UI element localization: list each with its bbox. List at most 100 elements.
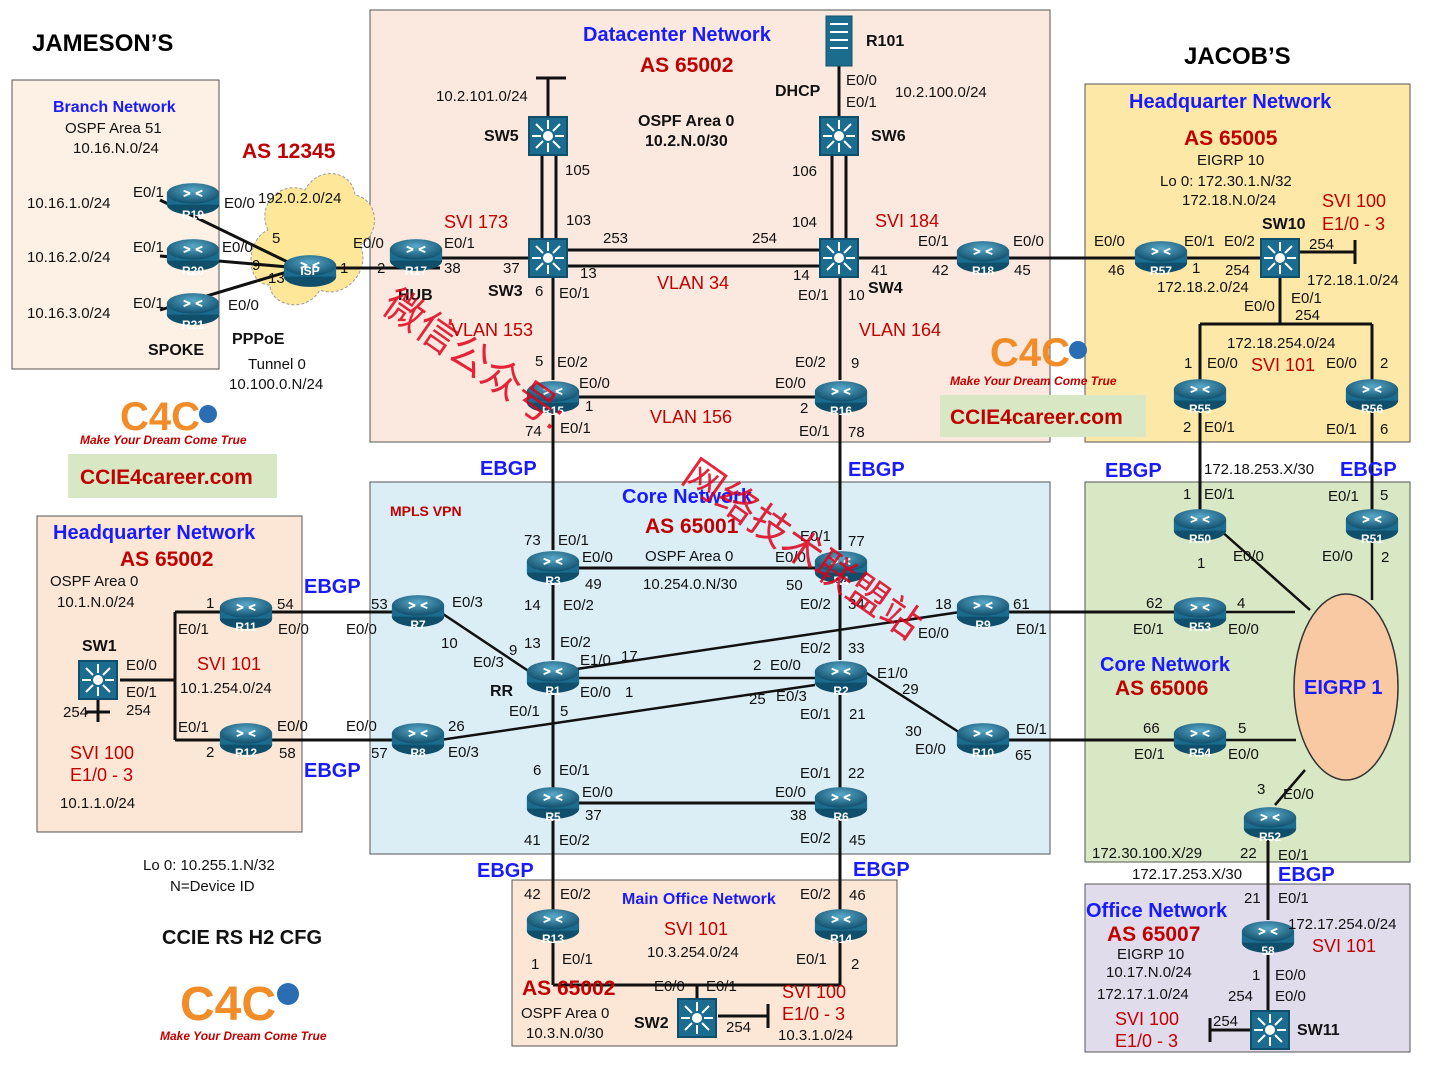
switch-sw2-icon[interactable] [677, 998, 717, 1038]
svg-text:OSPF Area 0: OSPF Area 0 [645, 548, 733, 565]
svg-text:10.16.1.0/24: 10.16.1.0/24 [27, 195, 110, 212]
svg-text:10.16.2.0/24: 10.16.2.0/24 [27, 249, 110, 266]
svg-text:E0/1: E0/1 [706, 978, 737, 995]
svg-text:2: 2 [1183, 419, 1191, 436]
svg-text:10.100.0.N/24: 10.100.0.N/24 [229, 376, 323, 393]
svg-text:E0/1: E0/1 [133, 295, 164, 312]
label-r4: R4 [833, 574, 849, 588]
svg-text:EBGP: EBGP [853, 859, 910, 881]
label-r8: R8 [410, 746, 426, 760]
svg-text:30: 30 [905, 723, 922, 740]
svg-text:18: 18 [935, 596, 952, 613]
svg-text:E0/0: E0/0 [580, 684, 611, 701]
svg-text:E0/1: E0/1 [800, 706, 831, 723]
svg-text:VLAN 156: VLAN 156 [650, 407, 732, 427]
svg-text:E0/0: E0/0 [1013, 233, 1044, 250]
svg-text:E0/0: E0/0 [1275, 988, 1306, 1005]
svg-text:EBGP: EBGP [1105, 460, 1162, 482]
svg-text:E0/0: E0/0 [918, 625, 949, 642]
svg-text:EBGP: EBGP [1278, 864, 1335, 886]
svg-text:10.1.254.0/24: 10.1.254.0/24 [180, 680, 272, 697]
svg-text:10.3.N.0/30: 10.3.N.0/30 [526, 1025, 604, 1042]
svg-text:5: 5 [1238, 720, 1246, 737]
zone-hq-jameson-text: Headquarter Network AS 65002 OSPF Area 0… [50, 522, 272, 812]
label-sw1: SW1 [82, 638, 117, 655]
svg-text:50: 50 [786, 577, 803, 594]
switch-sw1-icon[interactable] [78, 660, 118, 700]
label-sw2: SW2 [634, 1015, 669, 1032]
svg-text:E0/0: E0/0 [775, 549, 806, 566]
brand-logo-text-2: C4C [990, 331, 1070, 375]
svg-text:172.18.N.0/24: 172.18.N.0/24 [1182, 192, 1276, 209]
heading-jacob: JACOB’S [1184, 43, 1291, 70]
label-r57: R57 [1150, 264, 1172, 278]
switch-sw6-icon[interactable] [819, 116, 859, 156]
zone-core [369, 481, 1051, 855]
svg-text:SVI 100: SVI 100 [782, 982, 846, 1002]
svg-text:10: 10 [848, 287, 865, 304]
svg-text:10.1.N.0/24: 10.1.N.0/24 [57, 594, 135, 611]
svg-text:1: 1 [1252, 967, 1260, 984]
svg-text:2: 2 [1380, 355, 1388, 372]
svg-text:22: 22 [1240, 845, 1257, 862]
svg-text:172.30.100.X/29: 172.30.100.X/29 [1092, 845, 1202, 862]
svg-text:9: 9 [252, 257, 260, 274]
svg-text:E0/1: E0/1 [1204, 419, 1235, 436]
brand-logo-3: C4C Make Your Dream Come True [160, 978, 327, 1043]
device-id-note: N=Device ID [170, 878, 255, 895]
svg-text:1: 1 [1184, 355, 1192, 372]
svg-text:10.2.N.0/30: 10.2.N.0/30 [645, 133, 728, 150]
brand-logo-2: C4C Make Your Dream Come True CCIE4caree… [940, 331, 1146, 437]
svg-text:254: 254 [126, 702, 151, 719]
label-r51: R51 [1361, 532, 1383, 546]
svg-text:1: 1 [340, 260, 348, 277]
svg-text:42: 42 [524, 886, 541, 903]
svg-text:E0/1: E0/1 [1278, 890, 1309, 907]
svg-text:E0/1: E0/1 [1133, 621, 1164, 638]
label-r56: R56 [1361, 402, 1383, 416]
label-rr: RR [490, 683, 514, 700]
svg-text:AS 65002: AS 65002 [120, 548, 213, 571]
svg-text:E0/0: E0/0 [1283, 786, 1314, 803]
svg-text:SVI 101: SVI 101 [1251, 355, 1315, 375]
label-r11: R11 [235, 620, 257, 634]
svg-text:10.1.1.0/24: 10.1.1.0/24 [60, 795, 135, 812]
zone-hq-jacob-text: Headquarter Network AS 65005 EIGRP 10 Lo… [1129, 91, 1399, 478]
svg-text:253: 253 [603, 230, 628, 247]
svg-text:E1/0: E1/0 [580, 652, 611, 669]
svg-text:EBGP: EBGP [304, 576, 361, 598]
zone-core-text: MPLS VPN Core Network AS 65001 OSPF Area… [390, 486, 753, 593]
switch-sw5-icon[interactable] [528, 116, 568, 156]
svg-text:E0/1: E0/1 [1204, 486, 1235, 503]
svg-text:E0/1: E0/1 [1291, 290, 1322, 307]
svg-text:EBGP: EBGP [1340, 459, 1397, 481]
switch-sw4-icon[interactable] [819, 238, 859, 278]
svg-text:38: 38 [444, 260, 461, 277]
device-names: HUB SW3 SW4 SW5 SW6 R101 SW10 SW11 SW1 S… [82, 33, 1340, 1039]
svg-text:E0/0: E0/0 [775, 375, 806, 392]
svg-text:254: 254 [1309, 236, 1334, 253]
switch-sw11-icon[interactable] [1250, 1010, 1290, 1050]
label-hub: HUB [398, 287, 433, 304]
svg-text:2: 2 [206, 744, 214, 761]
zone-datacenter-text: Datacenter Network AS 65002 OSPF Area 0 … [436, 24, 987, 427]
svg-text:E0/0: E0/0 [277, 718, 308, 735]
svg-text:13: 13 [524, 635, 541, 652]
svg-text:E0/0: E0/0 [346, 621, 377, 638]
svg-text:57: 57 [371, 745, 388, 762]
svg-text:SVI 100: SVI 100 [70, 743, 134, 763]
svg-text:E0/1: E0/1 [1184, 233, 1215, 250]
svg-text:22: 22 [848, 765, 865, 782]
svg-text:5: 5 [560, 703, 568, 720]
svg-text:VLAN 164: VLAN 164 [859, 320, 941, 340]
switch-sw3-icon[interactable] [528, 238, 568, 278]
svg-text:E0/1: E0/1 [1016, 721, 1047, 738]
svg-text:E1/0: E1/0 [877, 665, 908, 682]
svg-text:Branch Network: Branch Network [53, 99, 176, 116]
svg-text:29: 29 [902, 681, 919, 698]
switch-sw10-icon[interactable] [1260, 238, 1300, 278]
server-r101-icon[interactable] [825, 15, 853, 67]
svg-text:E0/1: E0/1 [509, 703, 540, 720]
svg-text:E0/0: E0/0 [222, 239, 253, 256]
svg-text:Lo 0: 172.30.1.N/32: Lo 0: 172.30.1.N/32 [1160, 173, 1292, 190]
